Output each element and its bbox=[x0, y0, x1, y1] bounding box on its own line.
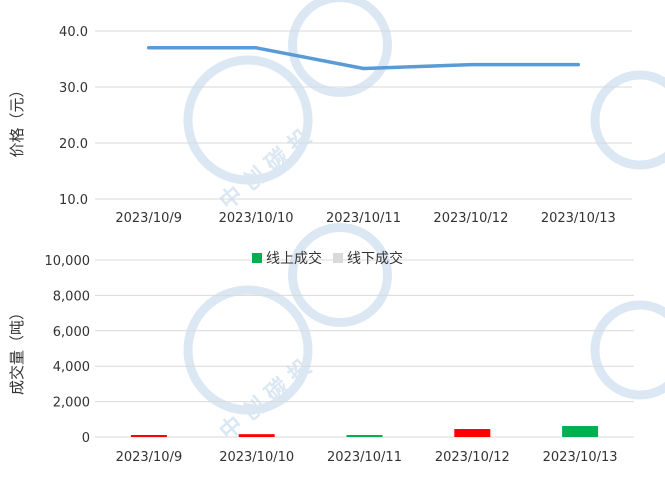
price-x-tick: 2023/10/12 bbox=[433, 211, 508, 226]
volume-y-tick: 10,000 bbox=[45, 254, 91, 269]
volume-x-tick: 2023/10/11 bbox=[327, 450, 402, 465]
price-point bbox=[576, 63, 580, 67]
price-point bbox=[362, 67, 365, 71]
price-x-tick: 2023/10/11 bbox=[326, 211, 401, 226]
volume-bar bbox=[238, 434, 275, 437]
watermark-text-cn: 中 创 碳 投 bbox=[215, 125, 316, 215]
price-y-axis-label: 价格（元） bbox=[8, 82, 26, 157]
legend-label-offline: 线下成交 bbox=[347, 250, 403, 267]
volume-bar bbox=[454, 429, 491, 437]
price-x-tick: 2023/10/13 bbox=[541, 211, 616, 226]
volume-gridlines bbox=[95, 259, 634, 438]
watermark-text-cn: 中 创 碳 投 bbox=[215, 355, 316, 445]
legend-swatch-offline bbox=[333, 253, 343, 263]
price-point bbox=[254, 46, 258, 50]
watermark-ring bbox=[590, 70, 665, 170]
price-series-line bbox=[146, 46, 581, 71]
price-y-tick: 20.0 bbox=[59, 137, 88, 152]
volume-bar bbox=[130, 435, 167, 437]
watermark-ring bbox=[183, 285, 313, 415]
legend-swatch-online bbox=[252, 253, 262, 263]
volume-y-tick: 8,000 bbox=[53, 289, 90, 304]
price-y-tick: 10.0 bbox=[59, 193, 88, 208]
legend-item-online: 线上成交 bbox=[252, 250, 322, 267]
price-x-tick-labels: 2023/10/9 2023/10/10 2023/10/11 2023/10/12 2… bbox=[115, 211, 615, 226]
watermark-ring bbox=[590, 300, 665, 400]
volume-x-tick: 2023/10/9 bbox=[116, 450, 183, 465]
price-gridlines bbox=[95, 30, 632, 200]
volume-bar bbox=[346, 435, 383, 437]
volume-bars bbox=[130, 426, 599, 437]
volume-x-tick: 2023/10/10 bbox=[219, 450, 294, 465]
price-point bbox=[469, 63, 473, 67]
price-y-tick-labels: 10.0 20.0 30.0 40.0 bbox=[59, 25, 88, 208]
price-y-tick: 30.0 bbox=[59, 81, 88, 96]
price-x-tick: 2023/10/9 bbox=[115, 211, 182, 226]
watermark-ring bbox=[183, 55, 313, 185]
price-series bbox=[146, 46, 581, 71]
volume-y-tick: 6,000 bbox=[53, 325, 90, 340]
volume-bar bbox=[562, 426, 599, 437]
volume-x-tick: 2023/10/13 bbox=[543, 450, 618, 465]
volume-y-tick: 2,000 bbox=[53, 396, 90, 411]
volume-x-tick-labels: 2023/10/9 2023/10/10 2023/10/11 2023/10/12 2… bbox=[116, 450, 618, 465]
price-x-tick: 2023/10/10 bbox=[219, 211, 294, 226]
volume-x-tick: 2023/10/12 bbox=[435, 450, 510, 465]
watermark-ring bbox=[288, 0, 392, 97]
volume-legend: 线上成交 线下成交 bbox=[252, 250, 403, 267]
legend-item-offline: 线下成交 bbox=[333, 250, 403, 267]
price-y-tick: 40.0 bbox=[59, 25, 88, 40]
price-point bbox=[147, 46, 151, 50]
watermark-ring bbox=[288, 223, 392, 327]
volume-y-tick: 0 bbox=[82, 431, 90, 446]
legend-label-online: 线上成交 bbox=[266, 250, 322, 267]
volume-y-tick: 4,000 bbox=[53, 360, 90, 375]
volume-y-tick-labels: 0 2,000 4,000 6,000 8,000 10,000 bbox=[45, 254, 91, 446]
volume-y-axis-label: 成交量（吨） bbox=[8, 305, 26, 395]
